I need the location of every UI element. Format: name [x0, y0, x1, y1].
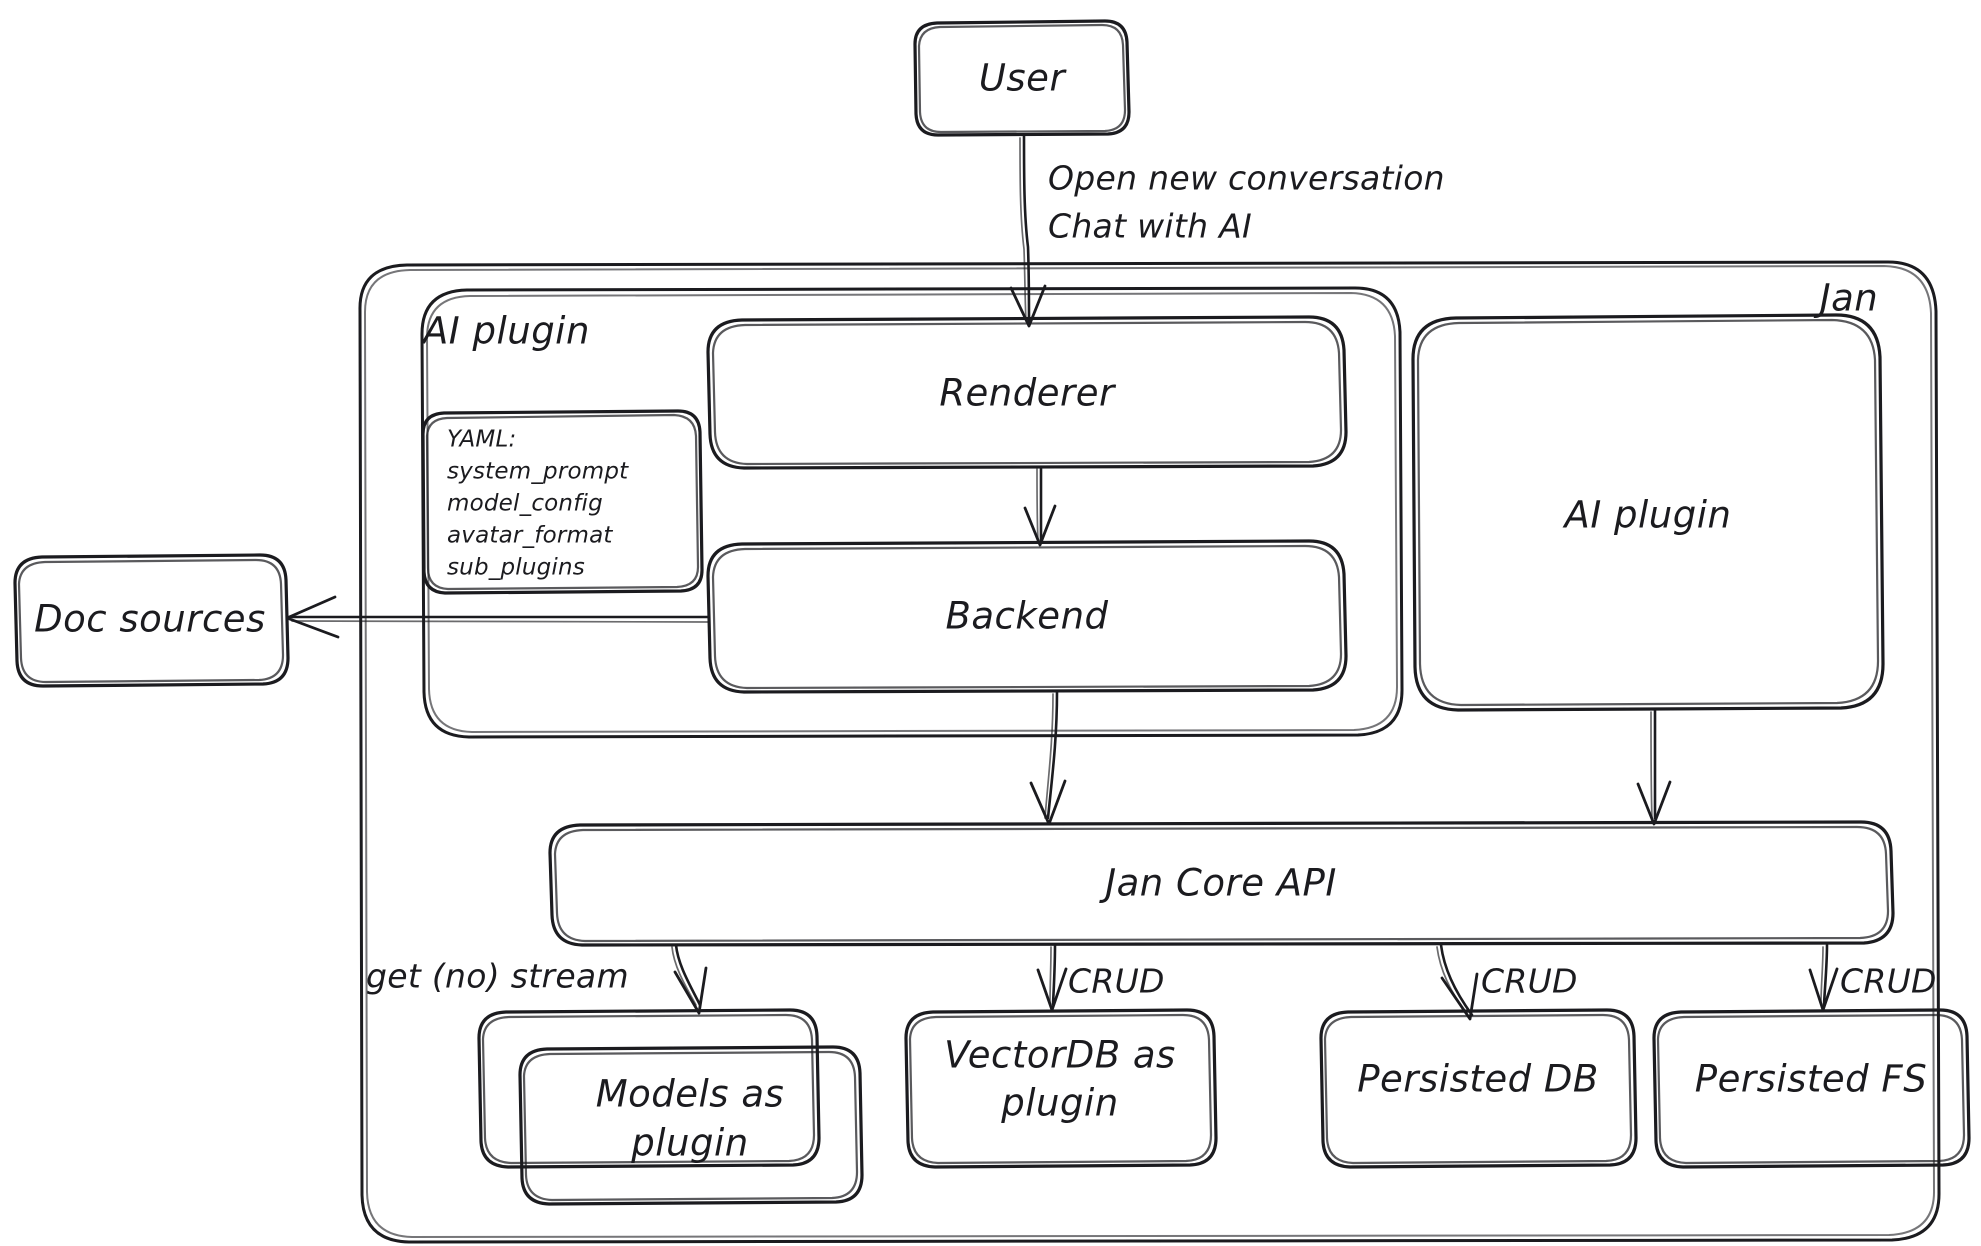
container-jan	[358, 260, 1941, 1244]
edge-core-api-to-persisted-db	[1436, 943, 1479, 1021]
edge-label-core-api-to-persisted-db: CRUD	[1481, 962, 1578, 1001]
container-ai-plugin-group	[420, 286, 1404, 739]
edge-core-api-to-persisted-fs	[1808, 943, 1839, 1012]
node-backend-label: Backend	[945, 595, 1108, 638]
node-backend[interactable]: Backend	[706, 539, 1348, 694]
node-user-label: User	[979, 57, 1068, 100]
edge-renderer-to-backend	[1023, 466, 1057, 547]
yaml-note-item-3: sub_plugins	[447, 555, 585, 581]
edge-label-user-to-renderer-line1: Open new conversation	[1048, 159, 1445, 198]
yaml-note-item-1: model_config	[447, 491, 603, 517]
node-doc-sources-label: Doc sources	[34, 598, 266, 641]
node-persisted-fs[interactable]: Persisted FS	[1652, 1008, 1971, 1169]
node-vectordb-plugin[interactable]: VectorDB as plugin	[904, 1008, 1218, 1169]
edge-label-core-api-to-vectordb: CRUD	[1068, 962, 1165, 1001]
node-models-plugin-label-line2: plugin	[630, 1122, 748, 1165]
node-jan-core-api[interactable]: Jan Core API	[548, 820, 1895, 947]
edge-label-user-to-renderer-line2: Chat with AI	[1048, 207, 1252, 246]
edge-ai-plugin-to-core-api	[1636, 708, 1672, 826]
node-persisted-db-label: Persisted DB	[1357, 1058, 1599, 1101]
edge-user-to-renderer	[1009, 134, 1047, 328]
node-ai-plugin-label: AI plugin	[1563, 494, 1732, 537]
node-jan-core-api-label: Jan Core API	[1098, 862, 1337, 905]
edge-core-api-to-models	[671, 943, 708, 1015]
node-renderer-label: Renderer	[939, 372, 1117, 415]
node-vectordb-plugin-label-line1: VectorDB as	[944, 1034, 1176, 1077]
container-jan-label: Jan	[1813, 277, 1879, 320]
edge-label-core-api-to-models: get (no) stream	[366, 957, 629, 996]
node-doc-sources[interactable]: Doc sources	[13, 553, 290, 688]
node-persisted-fs-label: Persisted FS	[1695, 1058, 1927, 1101]
yaml-note-item-2: avatar_format	[447, 523, 613, 549]
edge-backend-to-core-api	[1029, 690, 1067, 826]
edge-core-api-to-vectordb	[1036, 943, 1068, 1012]
node-persisted-db[interactable]: Persisted DB	[1319, 1008, 1638, 1169]
node-models-plugin[interactable]: Models as plugin	[477, 1008, 864, 1206]
node-user[interactable]: User	[913, 19, 1131, 137]
edge-backend-to-doc-sources	[285, 595, 710, 639]
node-yaml-note[interactable]: YAML: system_prompt model_config avatar_…	[421, 409, 704, 595]
node-ai-plugin[interactable]: AI plugin	[1411, 313, 1885, 712]
node-vectordb-plugin-label-line2: plugin	[1000, 1082, 1118, 1125]
node-renderer[interactable]: Renderer	[706, 315, 1348, 470]
node-models-plugin-label-line1: Models as	[596, 1073, 785, 1116]
yaml-note-heading: YAML:	[447, 427, 516, 453]
edge-label-core-api-to-persisted-fs: CRUD	[1840, 962, 1937, 1001]
yaml-note-item-0: system_prompt	[447, 459, 629, 485]
container-ai-plugin-group-label: AI plugin	[421, 310, 590, 353]
